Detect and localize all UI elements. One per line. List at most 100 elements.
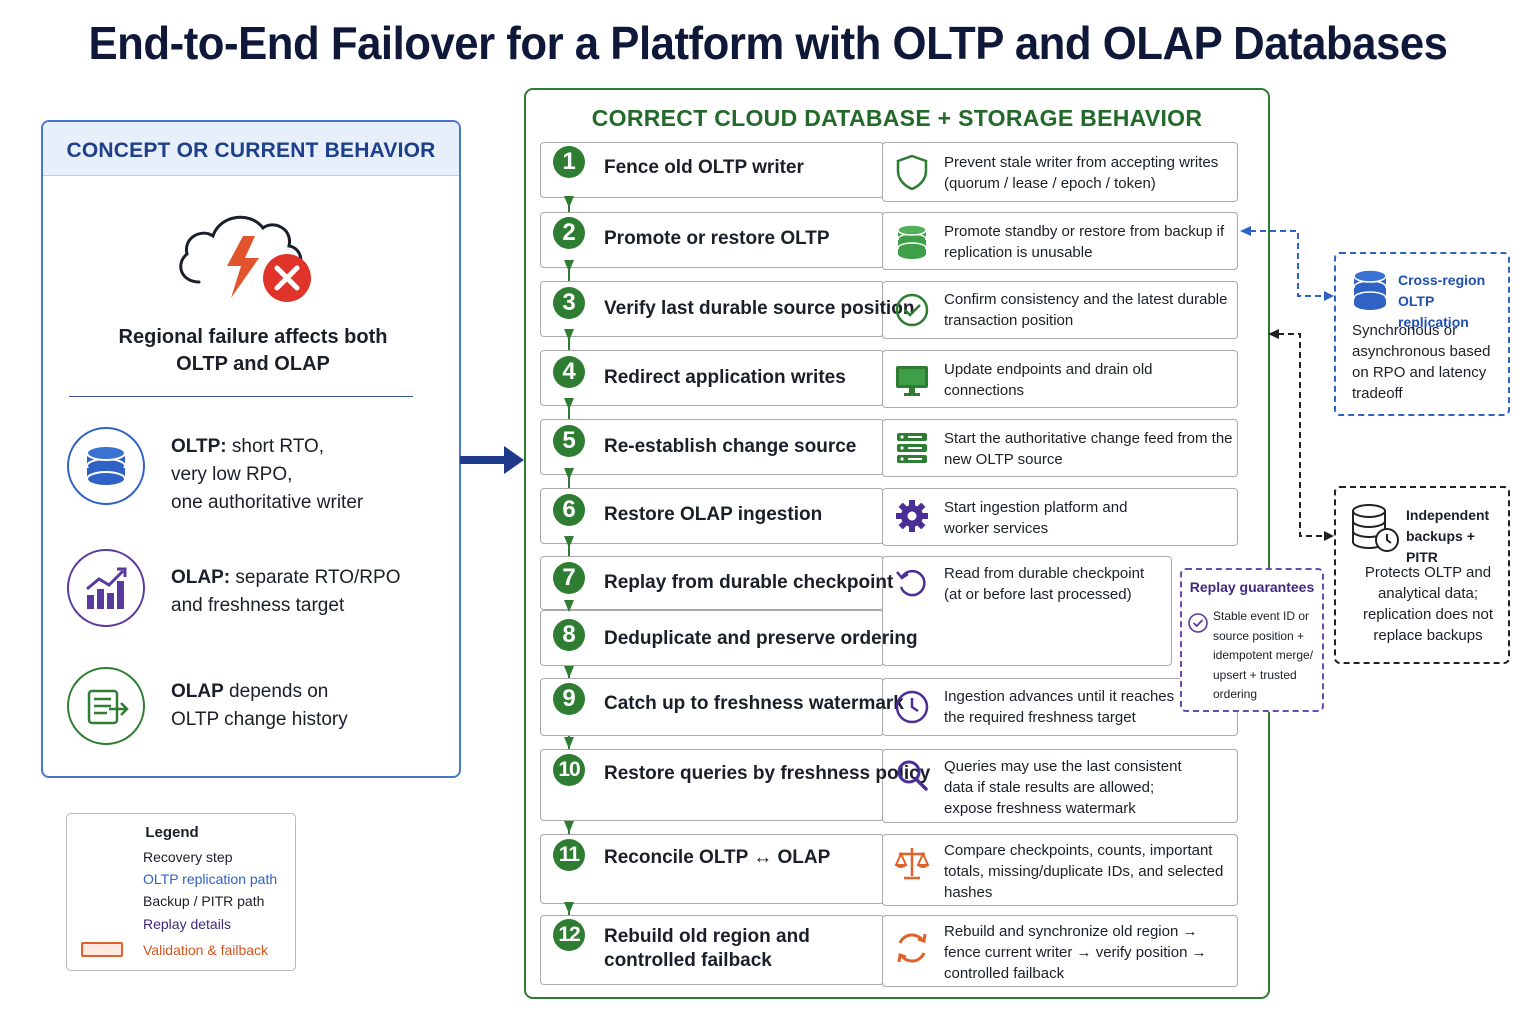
side-connectors — [1240, 226, 1334, 541]
step-number: 10 — [553, 754, 585, 786]
failure-line-2: OLTP and OLAP — [176, 353, 330, 375]
step-3-box — [540, 281, 884, 337]
step-2-detail — [882, 212, 1238, 270]
replay-guarantees-text: Stable event ID or source position + ide… — [1213, 609, 1314, 701]
step-number: 5 — [553, 425, 585, 457]
legend-item-validation: Validation & failback — [81, 941, 291, 961]
dependency-item: OLAP depends on OLTP change history — [171, 678, 441, 734]
oltp-item-line2: very low RPO, — [171, 464, 293, 485]
step-12-detail — [882, 915, 1238, 987]
step-number: 7 — [553, 562, 585, 594]
independent-backups-box: Independent backups + PITR Protects OLTP… — [1334, 486, 1510, 664]
step-label: Catch up to freshness watermark — [604, 693, 904, 714]
cross-region-text: Synchronous or asynchronous based on RPO… — [1352, 322, 1491, 402]
oltp-item-line3: one authoritative writer — [171, 492, 364, 513]
step-description: Promote standby or restore from backup i… — [944, 223, 1225, 261]
legend: Legend Recovery step OLTP replication pa… — [66, 813, 296, 971]
step-label: Fence old OLTP writer — [604, 157, 804, 178]
oltp-item: OLTP: short RTO, very low RPO, one autho… — [171, 433, 441, 517]
gear-icon — [896, 500, 928, 532]
step-label: Restore queries by freshness policy — [604, 763, 931, 784]
legend-label: Backup / PITR path — [143, 893, 265, 909]
flow-arrow — [460, 446, 524, 474]
step-6-box — [540, 488, 884, 544]
step-number: 1 — [553, 146, 585, 178]
legend-label: OLTP replication path — [143, 871, 278, 887]
server-icon — [897, 433, 927, 463]
step-label: Re-establish change source — [604, 436, 857, 457]
step-description: Queries may use the last consistent data… — [944, 758, 1182, 817]
step-11-detail — [882, 834, 1238, 906]
legend-item-recovery: Recovery step — [81, 848, 291, 868]
backups-title-line2: backups + PITR — [1406, 528, 1475, 565]
backups-title-line1: Independent — [1406, 507, 1490, 523]
step-8-box — [540, 610, 884, 666]
step-number: 8 — [553, 619, 585, 651]
step-12-box — [540, 915, 884, 985]
step-5-detail — [882, 419, 1238, 477]
dependency-item-line2: OLTP change history — [171, 709, 348, 730]
step-7-box — [540, 556, 884, 610]
dependency-item-rest: depends on — [223, 681, 329, 702]
step-6-detail — [882, 488, 1238, 546]
orange-box-icon — [81, 942, 123, 957]
recovery-flow-line — [568, 180, 570, 918]
step-10-box — [540, 749, 884, 821]
correct-behavior-title: CORRECT CLOUD DATABASE + STORAGE BEHAVIO… — [591, 105, 1203, 131]
backups-text: Protects OLTP and analytical data; repli… — [1362, 564, 1494, 644]
step-description: Prevent stale writer from accepting writ… — [944, 154, 1219, 192]
cloud-failure-icon — [179, 215, 311, 302]
step-label: Replay from durable checkpoint — [604, 572, 894, 593]
check-circle-icon — [1188, 613, 1208, 633]
olap-item-bold: OLAP: — [171, 567, 231, 588]
oltp-item-bold: OLTP: — [171, 436, 227, 457]
failure-summary: Regional failure affects both OLTP and O… — [63, 324, 443, 378]
concept-panel-header: CONCEPT OR CURRENT BEHAVIOR — [43, 122, 459, 176]
step-label: Restore OLAP ingestion — [604, 504, 823, 525]
step-label: Promote or restore OLTP — [604, 228, 830, 249]
legend-item-replay: Replay details — [81, 915, 291, 935]
step-9-detail — [882, 678, 1238, 736]
step-11-box — [540, 834, 884, 904]
legend-label: Recovery step — [143, 849, 233, 865]
dependency-item-bold: OLAP — [171, 681, 224, 702]
step-description: Confirm consistency and the latest durab… — [944, 291, 1228, 329]
divider — [69, 396, 413, 397]
step-label: Redirect application writes — [604, 367, 846, 388]
oltp-item-rest: short RTO, — [226, 436, 325, 457]
step-10-detail — [882, 749, 1238, 823]
cross-region-title: Cross-region OLTP replication — [1398, 270, 1508, 333]
step-label: Deduplicate and preserve ordering — [604, 628, 918, 649]
failure-line-1: Regional failure affects both — [118, 326, 388, 348]
legend-item-backup: Backup / PITR path — [81, 892, 291, 912]
step-3-detail — [882, 281, 1238, 339]
olap-item-rest: separate RTO/RPO — [230, 567, 401, 588]
olap-item: OLAP: separate RTO/RPO and freshness tar… — [171, 564, 441, 620]
page-title: End-to-End Failover for a Platform with … — [88, 17, 1448, 69]
replay-icon — [896, 569, 926, 597]
step-7-8-detail — [882, 556, 1172, 666]
step-2-box — [540, 212, 884, 268]
step-description: Rebuild and synchronize old region → fen… — [944, 923, 1207, 982]
concept-panel: CONCEPT OR CURRENT BEHAVIOR Regional fai… — [41, 120, 461, 778]
monitor-icon — [896, 366, 928, 396]
step-label: Reconcile OLTP ↔ OLAP — [604, 847, 831, 868]
step-description: Read from durable checkpoint (at or befo… — [944, 565, 1145, 603]
cross-region-replication-box: Cross-region OLTP replication Synchronou… — [1334, 252, 1510, 416]
search-icon — [897, 760, 928, 791]
backups-title: Independent backups + PITR — [1406, 505, 1508, 568]
backup-database-icon — [1352, 504, 1399, 552]
oltp-database-icon — [67, 427, 145, 505]
step-description: Update endpoints and drain old connectio… — [944, 361, 1153, 399]
step-description: Ingestion advances until it reaches the … — [944, 688, 1175, 726]
database-stack-icon — [897, 224, 927, 259]
legend-title: Legend — [145, 824, 199, 841]
step-description: Compare checkpoints, counts, important t… — [944, 842, 1224, 901]
step-9-box — [540, 678, 884, 736]
olap-item-line2: and freshness target — [171, 595, 345, 616]
step-arrows — [564, 196, 574, 914]
step-number: 3 — [553, 287, 585, 319]
concept-panel-title: CONCEPT OR CURRENT BEHAVIOR — [66, 139, 436, 162]
replay-guarantees-box: Replay guarantees Stable event ID or sou… — [1180, 568, 1324, 712]
step-number: 12 — [553, 919, 585, 951]
